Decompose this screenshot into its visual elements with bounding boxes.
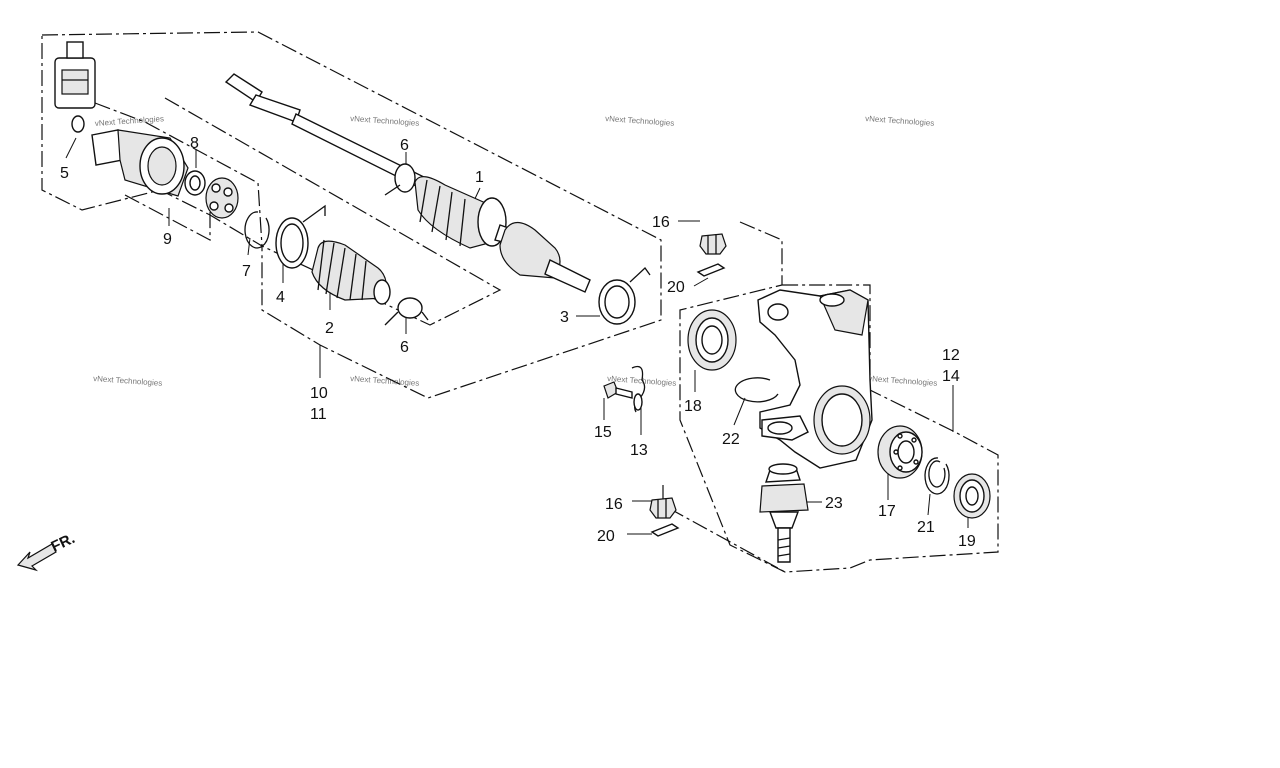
callout-12: 12 [942,347,960,364]
leader-7 [247,237,251,256]
callout-9: 9 [163,231,172,248]
dust-seal-18 [687,309,737,371]
callout-16-lower: 16 [605,496,623,513]
callout-11: 11 [310,406,327,423]
watermark: vNext Technologies [605,114,675,128]
cotter-pin-20-lower [650,523,680,537]
watermark: vNext Technologies [607,374,677,388]
watermark: vNext Technologies [868,374,938,388]
inner-boot-2 [311,239,391,305]
boot-band-4 [275,204,326,269]
callouts: 1 2 3 4 5 6 6 7 8 9 10 11 12 13 14 15 16… [60,135,976,550]
callout-6-upper: 6 [400,137,409,154]
drive-shaft-1 [224,73,591,293]
callout-4: 4 [276,289,285,306]
callout-19: 19 [958,533,976,550]
front-direction-arrow-icon [16,543,57,572]
leader-5 [65,137,77,159]
circlip-21 [924,457,950,495]
group-boundaries [41,31,999,573]
inner-joint-housing [91,129,189,197]
knuckle-group-outline [679,221,999,573]
stop-ring-8 [184,170,206,196]
hub-bearing-17 [877,425,923,479]
watermark: vNext Technologies [93,374,163,388]
callout-15: 15 [594,424,612,441]
castle-nut-16-lower [649,497,677,519]
o-ring-5 [71,115,85,133]
inner-joint-group-outline [94,102,263,247]
callout-17: 17 [878,503,896,520]
boot-band-3 [598,267,651,325]
callout-13: 13 [630,442,648,459]
callout-6-lower: 6 [400,339,409,356]
callout-23: 23 [825,495,843,512]
callout-20-upper: 20 [667,279,685,296]
watermark: vNext Technologies [865,114,935,128]
leader-20a [693,277,709,287]
ball-joint-23 [759,463,809,563]
inner-joint-lower-outline [124,194,211,241]
circlip-22 [734,377,779,403]
bolt-15 [603,381,633,399]
callout-5: 5 [60,165,69,182]
castle-nut-16-upper [699,233,727,255]
callout-14: 14 [942,368,960,385]
callout-2: 2 [325,320,334,337]
callout-10: 10 [310,385,328,402]
boot-band-6-lower [384,297,429,326]
leader-21 [927,493,931,516]
callout-22: 22 [722,431,740,448]
watermark: vNext Technologies [350,374,420,388]
callout-7: 7 [242,263,251,280]
dust-seal-19 [953,473,991,519]
driveshaft-group-outline [41,31,662,399]
circlip-21-inner [928,460,946,488]
snap-ring-7 [244,211,270,249]
front-direction-label: FR. [49,530,78,556]
lock-clip-13 [631,365,646,413]
spider-bearing [205,177,239,219]
knuckle-12-14 [757,289,873,469]
grease-bottle-icon [54,41,96,109]
callout-1: 1 [475,169,484,186]
cotter-pin-20-upper [696,263,726,277]
callout-8: 8 [190,135,199,152]
callout-3: 3 [560,309,569,326]
leader-lines [65,137,969,535]
watermark: vNext Technologies [350,114,420,128]
leader-22 [733,397,746,426]
callout-20-lower: 20 [597,528,615,545]
callout-18: 18 [684,398,702,415]
callout-16-upper: 16 [652,214,670,231]
callout-21: 21 [917,519,935,536]
boot-group-outline [164,97,502,326]
